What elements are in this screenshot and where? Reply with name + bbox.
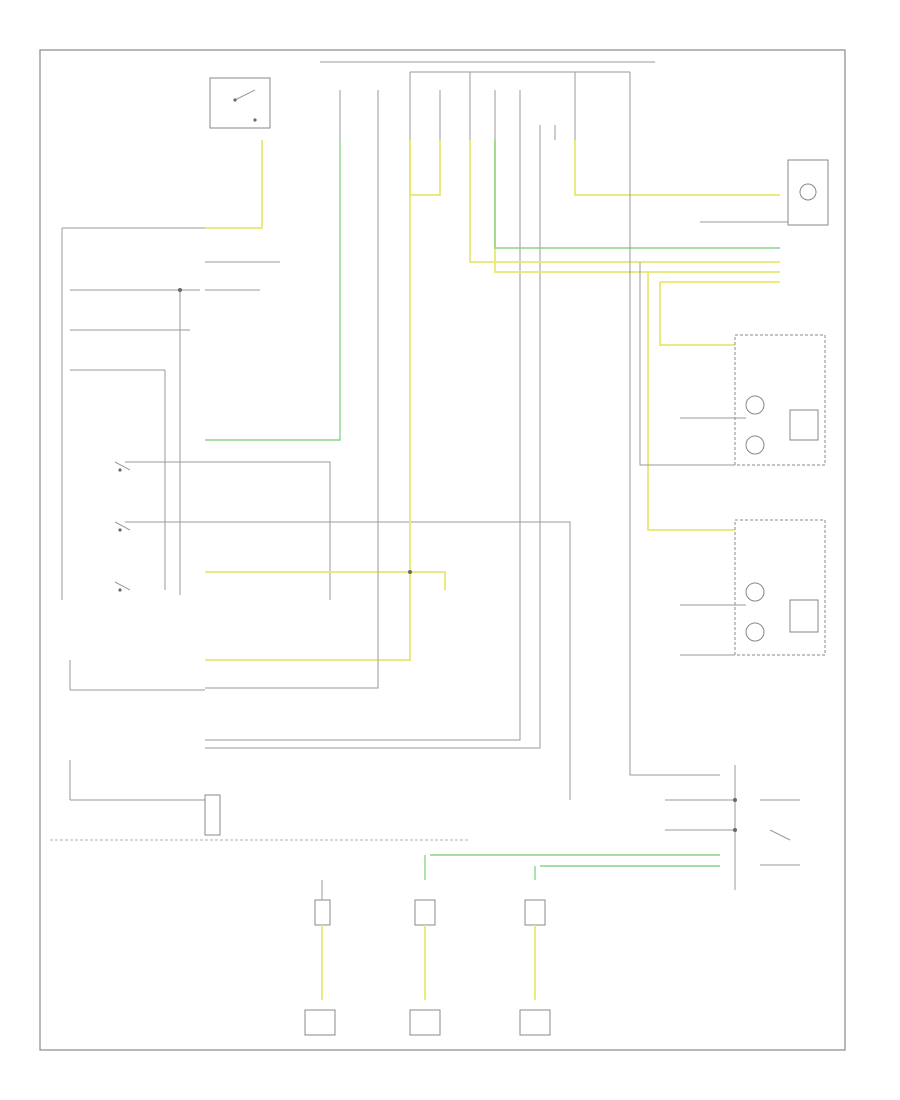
yellow-bus	[409, 140, 780, 776]
headlight-left-group	[680, 334, 826, 466]
diagram-frame	[39, 49, 846, 1051]
splice-points	[178, 288, 737, 832]
wire-ignition-feed	[205, 140, 263, 229]
lower-left-block	[50, 660, 470, 841]
circuit-relay-panel	[430, 765, 800, 890]
fuse-bus	[320, 61, 655, 140]
ignition-switch	[209, 77, 271, 129]
instrument-cluster	[700, 159, 829, 226]
switch-output-wires	[125, 140, 571, 800]
light-switch-block	[61, 227, 205, 600]
headlight-right-group	[680, 519, 826, 656]
bottom-lamps	[304, 855, 551, 1036]
